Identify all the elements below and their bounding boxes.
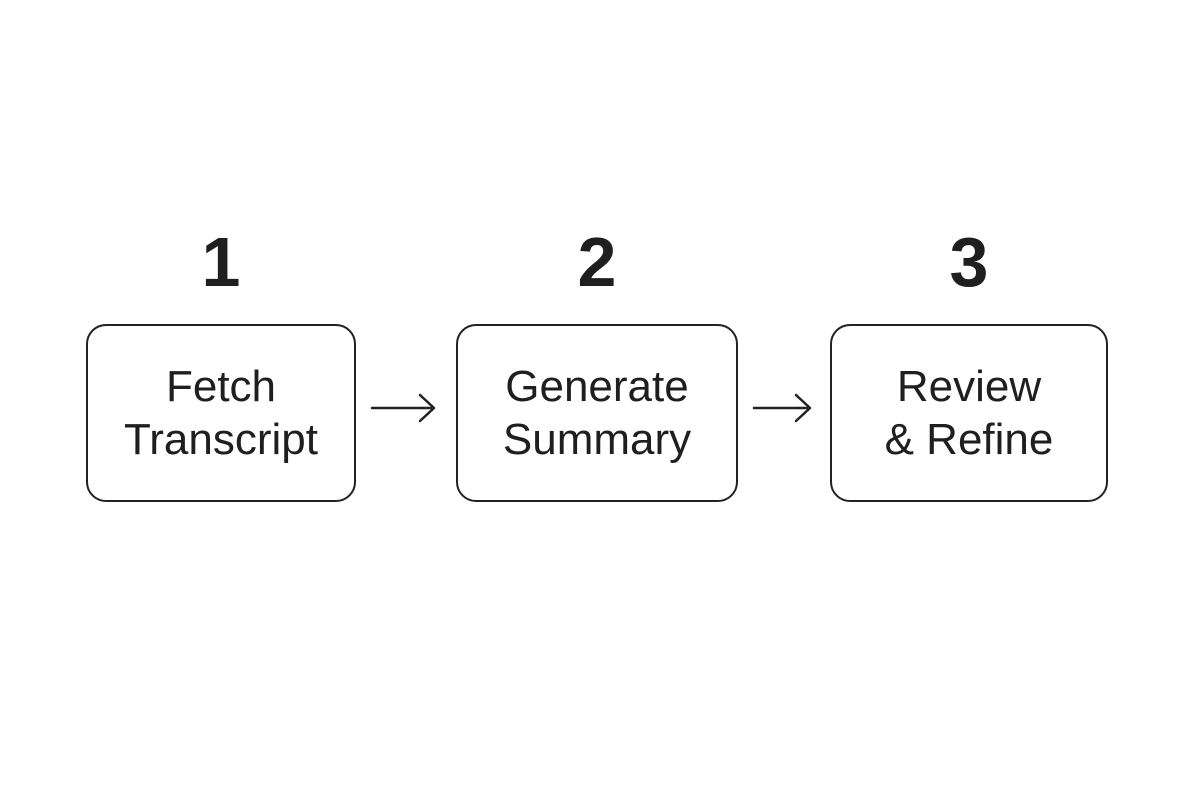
step-3-label-line-2: & Refine [884, 415, 1054, 464]
step-1-label-line-1: Fetch [165, 362, 277, 411]
arrow-right-icon [752, 388, 814, 428]
step-2-box: Generate Summary [456, 324, 738, 502]
step-3-box: Review & Refine [830, 324, 1108, 502]
step-1-number: 1 [201, 223, 241, 301]
step-3-label-line-1: Review [896, 362, 1042, 411]
step-1-label-line-2: Transcript [124, 415, 318, 464]
arrow-right-icon [370, 388, 438, 428]
step-3-number: 3 [949, 223, 989, 301]
step-1-box: Fetch Transcript [86, 324, 356, 502]
step-2-label-line-1: Generate [505, 362, 689, 411]
step-2-number: 2 [577, 223, 617, 301]
step-2-label-line-2: Summary [502, 415, 692, 464]
